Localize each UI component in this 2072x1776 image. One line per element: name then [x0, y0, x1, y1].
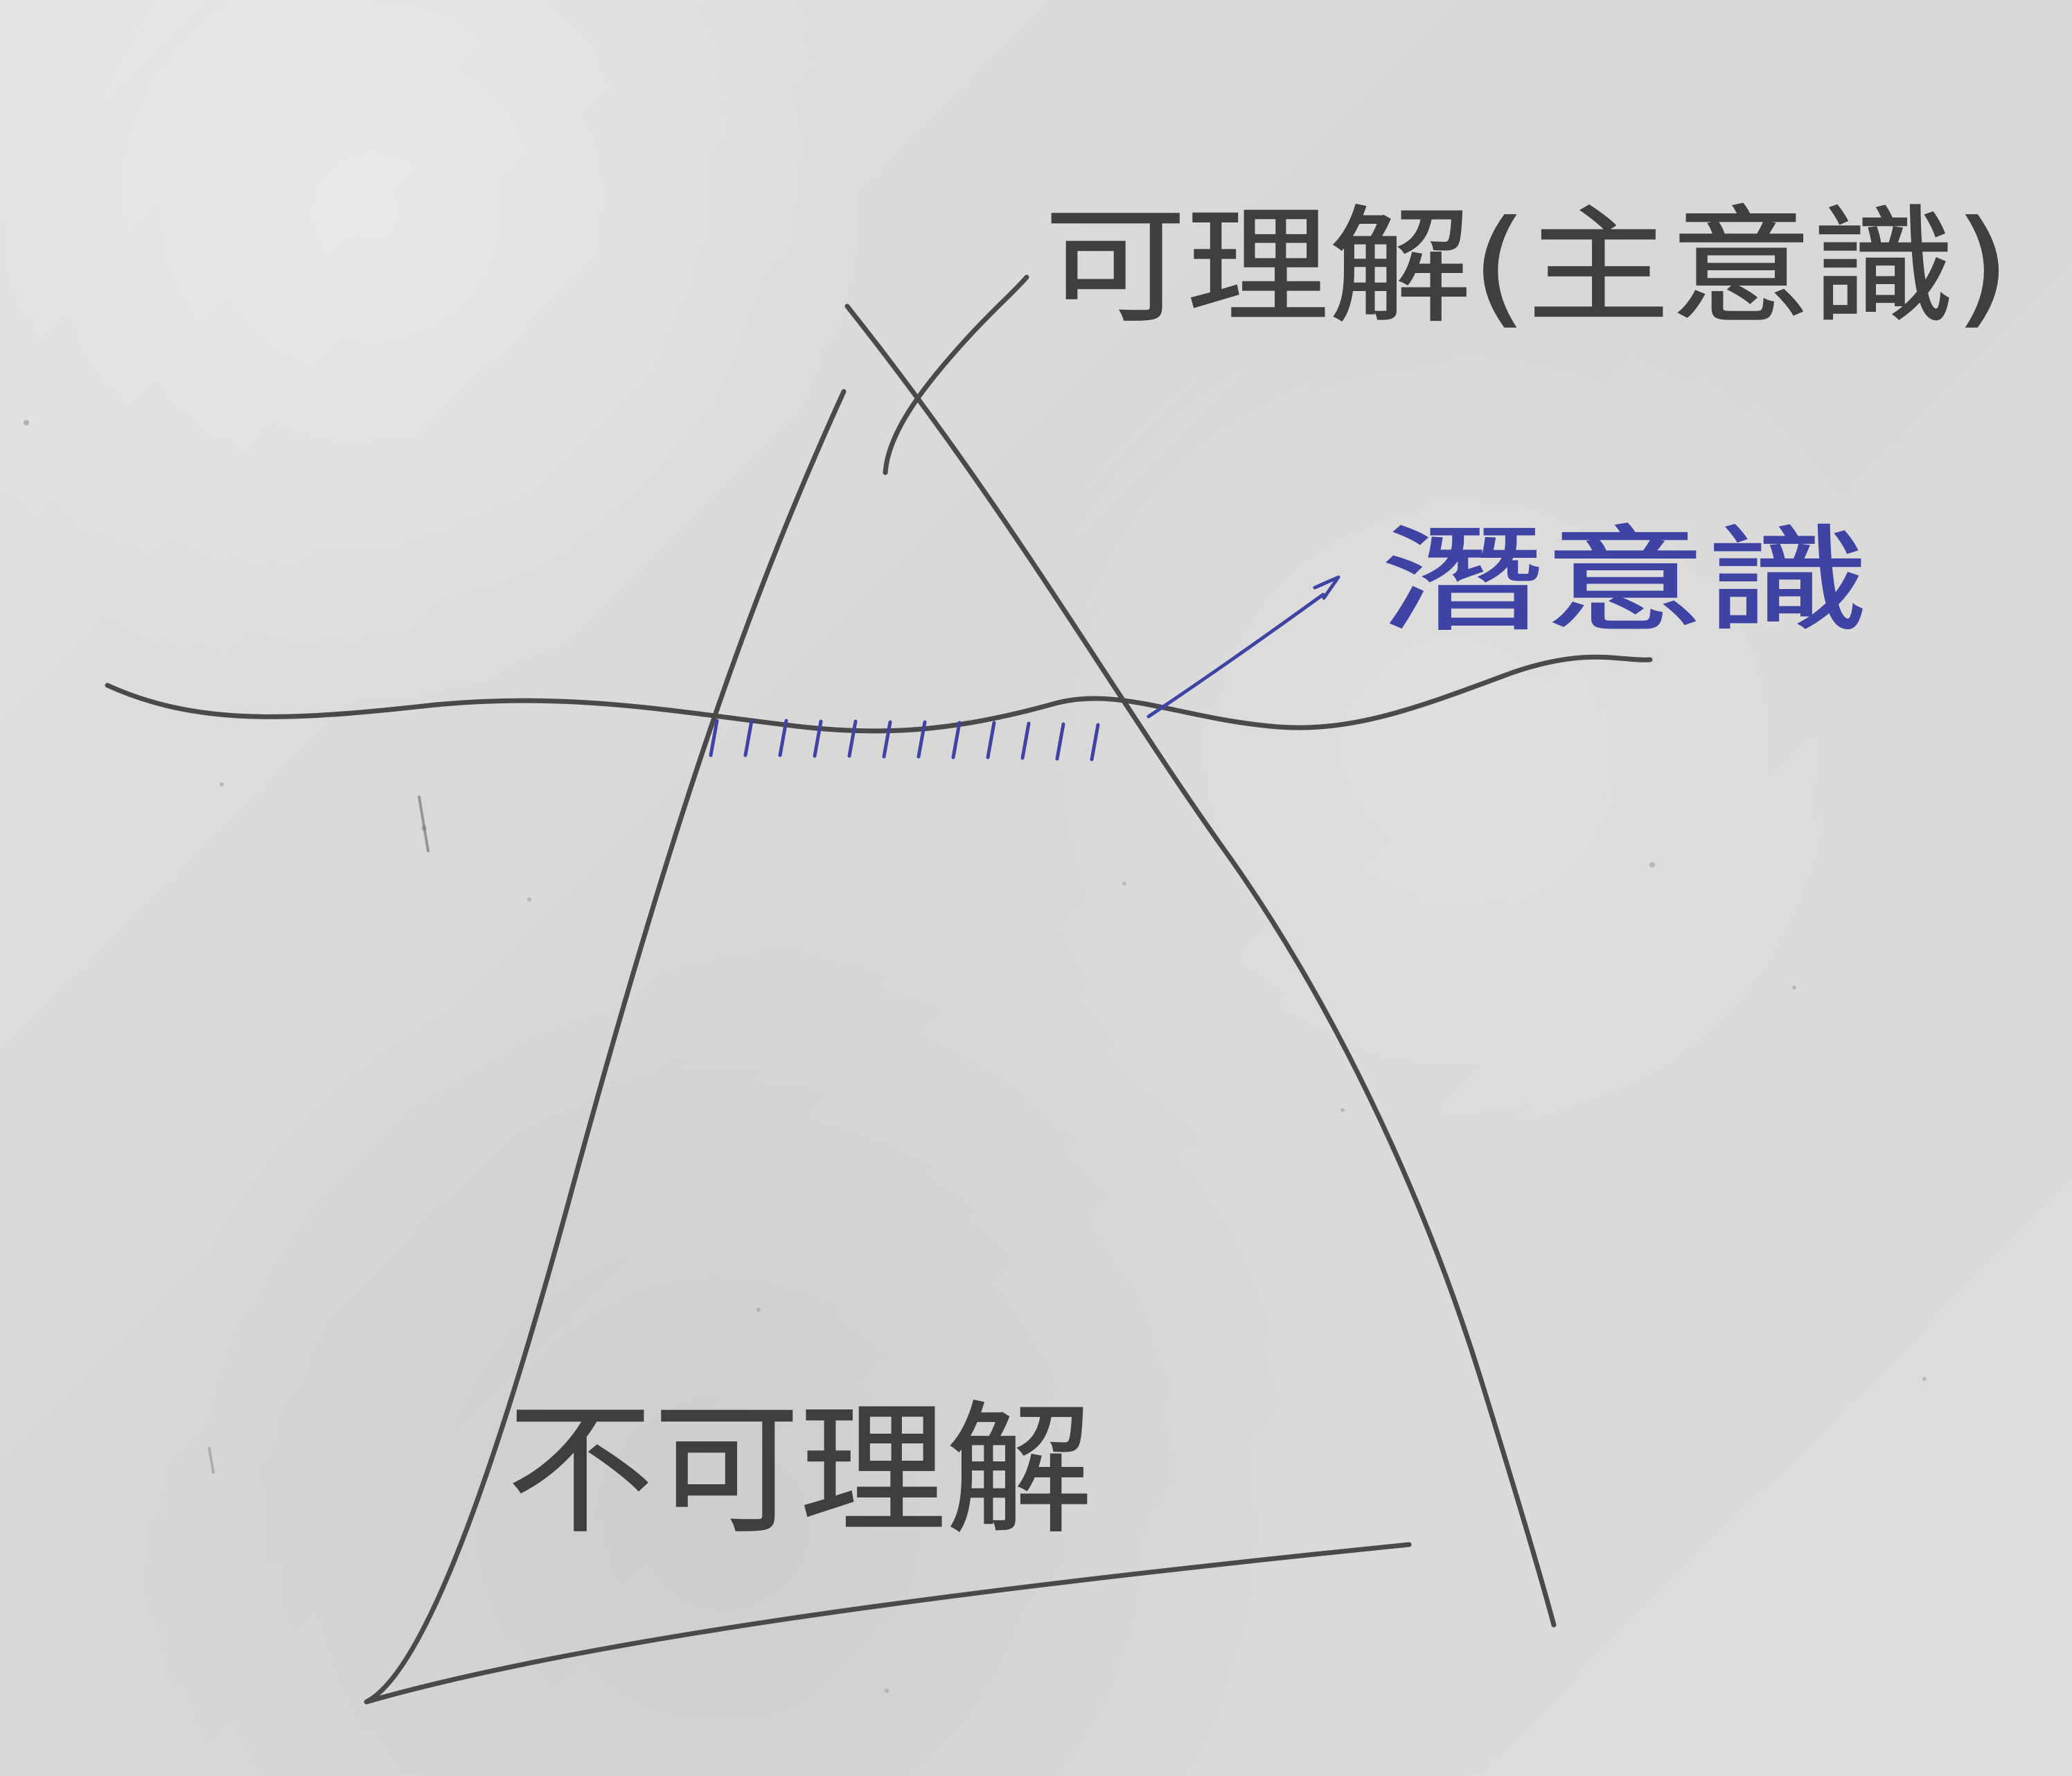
bottom-label-text: 不可理解	[507, 1389, 1092, 1554]
right-slope-line	[844, 304, 1557, 1628]
subconscious-arrow-head	[1313, 575, 1340, 600]
waterline	[105, 654, 1653, 734]
bottom-base-line	[364, 1542, 1412, 1705]
top-label-leader-line	[883, 274, 1029, 475]
middle-label-text: 潛意識	[1381, 514, 1869, 647]
subconscious-hatches	[709, 719, 1100, 762]
top-label-text: 可理解(主意識)	[1044, 193, 2010, 340]
left-slope-line	[364, 389, 847, 1705]
subconscious-arrow-line	[1146, 592, 1325, 719]
paper-specks	[24, 420, 1927, 1693]
